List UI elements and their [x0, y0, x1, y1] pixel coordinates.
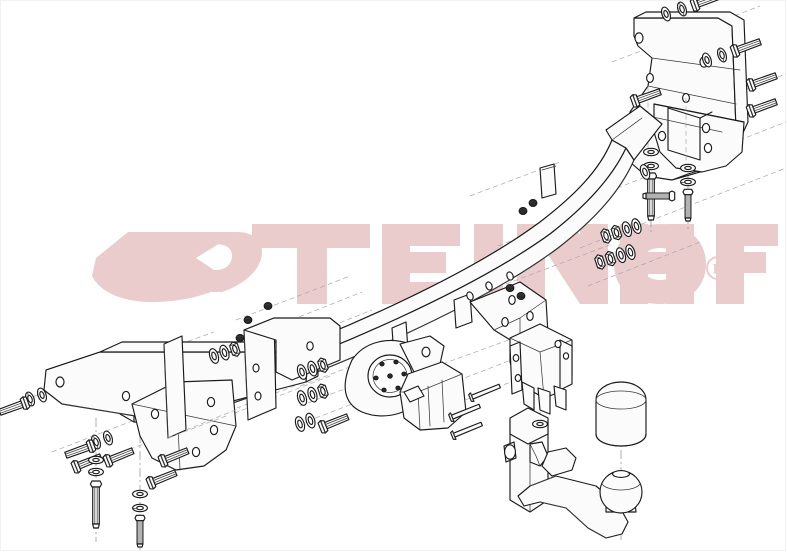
left-bracket-fasteners: [0, 386, 191, 548]
crossbar-bolt-heads: [235, 198, 538, 343]
right-bracket-fasteners: [629, 0, 780, 222]
main-crossbar-beam: [119, 105, 663, 424]
registered-trademark-icon: R: [706, 256, 730, 280]
electrical-socket-bracket: [509, 323, 573, 415]
centre-fastener-cluster: [207, 340, 351, 435]
round-electrical-connector: [344, 335, 502, 441]
right-mounting-bracket: [623, 11, 749, 181]
svg-text:R: R: [713, 262, 724, 278]
ball-bracket-fastener: [532, 419, 548, 429]
assembly-guide-lines: [17, 5, 787, 552]
left-bracket-plate: [243, 317, 341, 421]
crossbar-right-fasteners: [593, 162, 676, 271]
detachable-tow-ball-assembly: [503, 381, 647, 539]
left-mounting-bracket: [43, 335, 319, 471]
